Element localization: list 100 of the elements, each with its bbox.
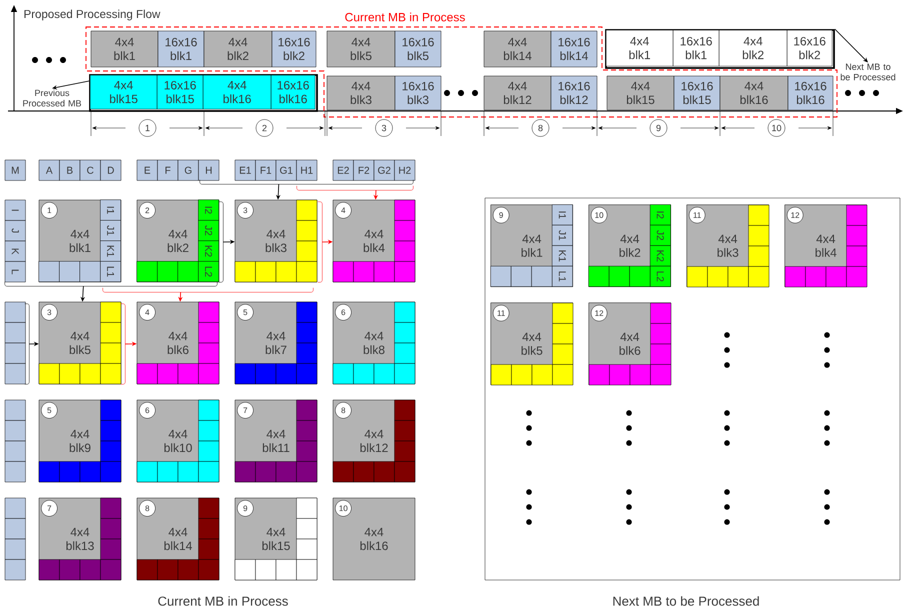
neighbor-cell: M <box>4 160 26 181</box>
order-number: 10 <box>590 206 608 224</box>
order-number: 8 <box>139 500 156 516</box>
neighbor-cell: F1 <box>255 160 276 181</box>
bracket <box>120 304 126 384</box>
neighbor-cell: I1 <box>552 204 573 226</box>
neighbor-cell: J1 <box>100 220 121 241</box>
neighbor-cell: B <box>59 160 80 181</box>
neighbor-cell <box>629 266 650 287</box>
neighbor-cell: J2 <box>650 224 671 246</box>
region-label: Current MB in Process <box>345 12 465 22</box>
neighbor-cell <box>4 342 26 364</box>
order-number: 2 <box>139 202 156 218</box>
neighbor-cell <box>4 363 26 384</box>
group-frame <box>89 74 318 112</box>
order-number: 5 <box>237 304 254 320</box>
step-number: 9 <box>650 119 668 137</box>
block-cell: 16x16 blk1 <box>158 30 204 68</box>
neighbor-cell <box>510 266 532 287</box>
bracket <box>296 186 414 190</box>
order-number: 3 <box>41 304 58 320</box>
block-cell: 4x4 blk5 <box>326 30 396 68</box>
neighbor-cell: I <box>4 200 26 221</box>
block-cell: 4x4 blk15 <box>90 74 158 110</box>
bracket <box>24 304 30 384</box>
order-number: 12 <box>590 304 608 322</box>
neighbor-cell: K2 <box>650 245 671 266</box>
panel-frame <box>484 198 900 580</box>
neighbor-cell <box>178 261 198 282</box>
bracket <box>4 282 218 286</box>
order-number: 6 <box>139 402 156 418</box>
bracket <box>102 288 314 292</box>
step-number: 2 <box>256 119 274 137</box>
order-number: 3 <box>237 202 254 218</box>
block-cell: 16x16 blk16 <box>788 76 834 110</box>
order-number: 12 <box>786 206 804 224</box>
neighbor-cell: L2 <box>650 266 671 287</box>
block-cell: 16x16 blk2 <box>272 30 316 68</box>
order-number: 8 <box>335 402 352 418</box>
caption: Current MB in Process <box>158 596 288 606</box>
neighbor-cell: L <box>4 261 26 282</box>
block-cell: 4x4 blk16 <box>720 76 788 110</box>
neighbor-cell: G2 <box>374 160 395 181</box>
neighbor-cell: K1 <box>100 240 121 262</box>
step-number: 10 <box>768 119 786 137</box>
block-cell: 16x16 blk16 <box>270 74 316 110</box>
group-frame <box>605 29 835 69</box>
neighbor-cell: H2 <box>394 160 416 181</box>
bracket <box>218 202 224 282</box>
order-number: 4 <box>139 304 156 320</box>
neighbor-cell <box>136 261 158 282</box>
neighbor-cell: L2 <box>198 261 219 282</box>
neighbor-cell <box>4 322 26 344</box>
block-cell: 16x16 blk1 <box>672 30 720 66</box>
step-number: 1 <box>138 119 156 137</box>
order-number: 7 <box>237 402 254 418</box>
neighbor-cell: E1 <box>234 160 256 181</box>
neighbor-cell: K1 <box>552 245 573 266</box>
neighbor-cell <box>4 538 26 560</box>
order-number: 11 <box>688 206 706 224</box>
neighbor-cell <box>608 266 630 287</box>
neighbor-cell <box>38 261 60 282</box>
neighbor-cell: J <box>4 220 26 242</box>
neighbor-cell: C <box>80 160 101 181</box>
neighbor-cell: I1 <box>100 200 121 220</box>
neighbor-cell: H1 <box>296 160 318 181</box>
neighbor-cell <box>588 266 610 287</box>
neighbor-cell: F2 <box>353 160 374 181</box>
block-cell: 16x16 blk12 <box>550 76 598 110</box>
neighbor-cell <box>4 420 26 442</box>
bracket <box>200 180 414 184</box>
caption: Next MB to be Processed <box>613 596 759 606</box>
neighbor-cell: J1 <box>552 224 573 246</box>
neighbor-cell: D <box>100 160 122 181</box>
neighbor-cell: E2 <box>332 160 354 181</box>
neighbor-cell: K <box>4 240 26 262</box>
neighbor-cell: J2 <box>198 220 219 241</box>
neighbor-cell: G1 <box>276 160 297 181</box>
neighbor-cell: H <box>198 160 220 181</box>
block-cell: 16x16 blk14 <box>550 30 598 68</box>
order-number: 9 <box>492 206 510 224</box>
axis-title: Proposed Processing Flow <box>24 10 160 20</box>
neighbor-cell: L1 <box>100 261 121 282</box>
neighbor-cell: L1 <box>552 266 573 287</box>
note-text: Previous Processed MB <box>23 90 82 106</box>
block-cell: 4x4 blk2 <box>204 30 272 68</box>
order-number: 10 <box>335 500 352 516</box>
neighbor-cell: A <box>38 160 60 181</box>
arrow <box>834 28 868 62</box>
step-number: 3 <box>375 119 393 137</box>
order-number: 4 <box>335 202 352 218</box>
bracket <box>318 202 322 282</box>
neighbor-cell <box>157 261 178 282</box>
neighbor-cell: G <box>178 160 199 181</box>
neighbor-cell <box>4 559 26 580</box>
neighbor-cell <box>4 461 26 482</box>
block-cell: 16x16 blk5 <box>394 30 442 68</box>
order-number: 6 <box>335 304 352 320</box>
neighbor-cell <box>531 266 552 287</box>
neighbor-cell <box>4 440 26 462</box>
